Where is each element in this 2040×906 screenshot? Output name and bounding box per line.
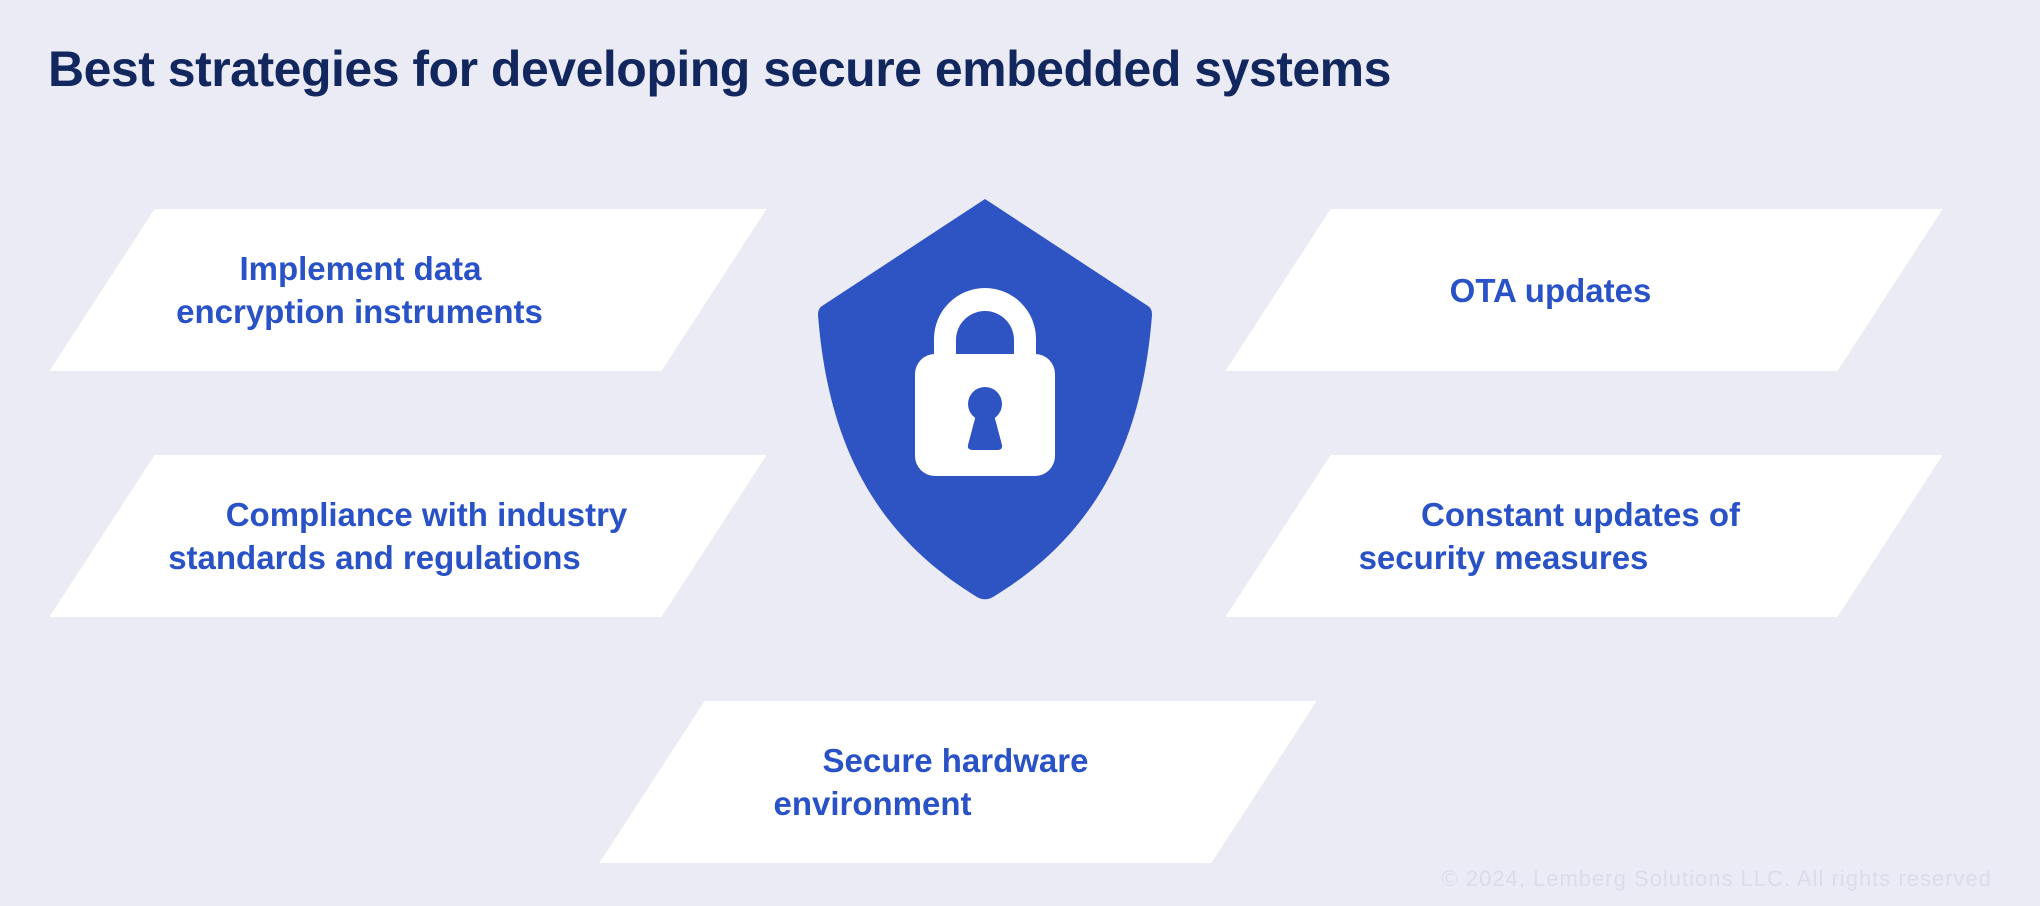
- card-line: environment: [773, 785, 972, 822]
- card-text: Implement data encryption instruments: [49, 209, 766, 371]
- card-line: OTA updates: [1449, 271, 1652, 309]
- card-text: Secure hardware environment: [599, 701, 1316, 863]
- strategy-card-secure-hardware: Secure hardware environment: [598, 701, 1317, 863]
- card-line: Secure hardware: [822, 742, 1089, 779]
- strategy-card-ota-updates: OTA updates: [1224, 209, 1943, 371]
- strategy-card-data-encryption: Implement data encryption instruments: [48, 209, 767, 371]
- card-line: standards and regulations: [168, 539, 581, 576]
- page-title: Best strategies for developing secure em…: [48, 41, 1391, 97]
- card-line: encryption instruments: [176, 293, 543, 330]
- card-text: Compliance with industry standards and r…: [49, 455, 766, 617]
- card-line: Constant updates of: [1421, 496, 1740, 533]
- card-text: Constant updates of security measures: [1225, 455, 1942, 617]
- card-line: security measures: [1358, 539, 1649, 576]
- card-line: Implement data: [239, 250, 482, 287]
- card-line: Compliance with industry: [225, 496, 628, 533]
- copyright-text: © 2024, Lemberg Solutions LLC. All right…: [1441, 866, 1992, 891]
- strategy-card-compliance: Compliance with industry standards and r…: [48, 455, 767, 617]
- strategy-card-constant-updates: Constant updates of security measures: [1224, 455, 1943, 617]
- card-text: OTA updates: [1225, 209, 1942, 371]
- shield-lock-icon: [818, 199, 1152, 600]
